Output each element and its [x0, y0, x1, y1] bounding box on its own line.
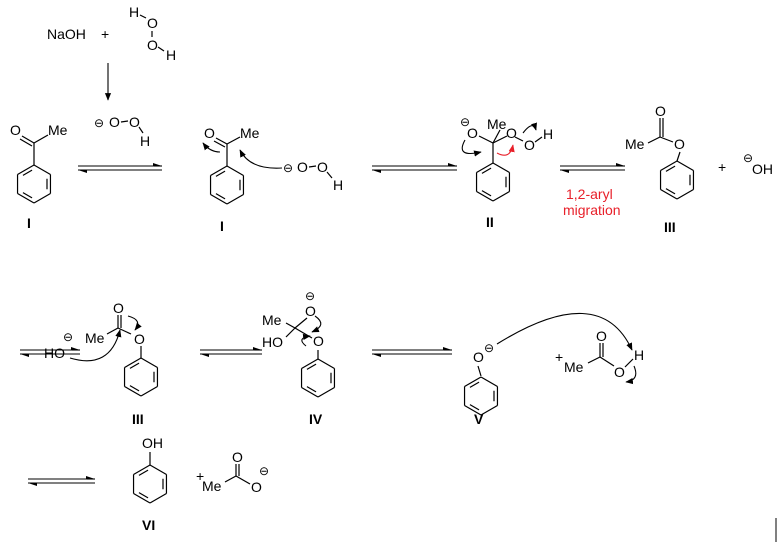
atom-o: O: [10, 122, 21, 138]
benzene-ring: [16, 164, 52, 204]
methyl: Me: [202, 478, 222, 494]
benzene-ring: [209, 165, 245, 205]
benzene-ring: [475, 162, 511, 202]
electron-arrow: [311, 315, 322, 333]
atom-o: O: [473, 349, 484, 365]
electron-arrow-red: [496, 144, 515, 156]
atom-h: H: [166, 47, 176, 63]
negative-charge-icon: ⊖: [484, 341, 494, 355]
methyl: Me: [487, 116, 507, 132]
atom-o: O: [305, 303, 316, 319]
electron-arrow: [239, 149, 283, 169]
electron-arrow: [522, 122, 537, 134]
negative-charge-icon: ⊖: [460, 115, 470, 129]
compound-III-attack: ⊖ HO O Me O III: [44, 300, 159, 427]
atom-o: O: [614, 364, 625, 380]
hydroxide: OH: [752, 161, 773, 177]
compound-II: ⊖ O Me O O H II: [460, 115, 553, 230]
compound-label: I: [220, 218, 224, 234]
atom-o: O: [467, 125, 478, 141]
compound-label: II: [486, 214, 494, 230]
migration-note: 1,2-aryl: [566, 186, 613, 202]
naoh: NaOH: [47, 26, 86, 42]
methyl: Me: [85, 330, 105, 346]
compound-V: O ⊖ V + O Me O H: [463, 312, 644, 427]
compound-label: I: [27, 215, 31, 231]
atom-o: O: [134, 331, 145, 347]
atom-o: O: [147, 37, 158, 53]
negative-charge-icon: ⊖: [305, 289, 315, 303]
atom-o: O: [596, 328, 607, 344]
atom-h: H: [634, 347, 644, 363]
benzene-ring: [463, 376, 499, 416]
atom-h: H: [543, 126, 553, 142]
compound-label: III: [132, 411, 144, 427]
compound-label: V: [474, 411, 484, 427]
atom-o: O: [232, 449, 243, 465]
compound-label: VI: [142, 517, 155, 533]
electron-arrow: [127, 315, 142, 331]
compound-I: O Me I: [10, 122, 68, 231]
electron-arrow: [625, 365, 637, 385]
atom-o: O: [109, 114, 120, 130]
plus-sign: +: [101, 26, 109, 42]
equilibrium-arrows: [372, 163, 457, 173]
methyl: Me: [625, 136, 645, 152]
negative-charge-icon: ⊖: [259, 464, 269, 478]
equilibrium-arrows: [20, 347, 80, 357]
compound-VI: OH VI +: [132, 435, 204, 533]
electron-arrow: [69, 329, 122, 362]
benzene-ring: [132, 464, 168, 504]
negative-charge-icon: ⊖: [283, 161, 293, 175]
reagents: NaOH + H O O H ⊖ O O H: [47, 4, 176, 149]
methyl: Me: [48, 122, 68, 138]
electron-arrow: [202, 142, 221, 153]
methyl: Me: [564, 359, 584, 375]
electron-arrow: [496, 312, 633, 351]
acetate: O Me O ⊖: [202, 449, 269, 495]
compound-III: O Me O III + ⊖ OH: [625, 103, 773, 235]
equilibrium-arrows: [200, 347, 262, 357]
atom-o: O: [129, 114, 140, 130]
methyl: Me: [262, 312, 282, 328]
compound-I-attack: O Me ⊖ O O H I: [202, 125, 343, 234]
methyl: Me: [240, 125, 260, 141]
atom-o: O: [524, 137, 535, 153]
compound-label: III: [664, 219, 676, 235]
migration-note: migration: [563, 202, 621, 218]
atom-o: O: [655, 103, 666, 119]
compound-label: IV: [309, 411, 323, 427]
electron-arrow: [461, 139, 482, 157]
electron-arrow: [301, 333, 311, 347]
atom-o: O: [204, 125, 215, 141]
atom-o: O: [251, 479, 262, 495]
compound-IV: ⊖ O Me HO O IV: [262, 289, 336, 427]
atom-h: H: [333, 177, 343, 193]
equilibrium-arrows: [560, 163, 625, 173]
equilibrium-arrows: [78, 163, 162, 173]
hydroxy: HO: [262, 334, 283, 350]
negative-charge-icon: ⊖: [94, 116, 104, 130]
equilibrium-arrows: [372, 347, 452, 357]
hydroxy: OH: [142, 435, 163, 451]
atom-o: O: [113, 300, 124, 316]
atom-h: H: [140, 133, 150, 149]
atom-o: O: [317, 159, 328, 175]
plus-sign: +: [555, 349, 563, 365]
negative-charge-icon: ⊖: [63, 330, 73, 344]
benzene-ring: [123, 357, 159, 397]
atom-o: O: [297, 159, 308, 175]
atom-o: O: [506, 125, 517, 141]
benzene-ring: [300, 358, 336, 398]
negative-charge-icon: ⊖: [743, 151, 753, 165]
plus-sign: +: [196, 468, 204, 484]
atom-o: O: [147, 15, 158, 31]
plus-sign: +: [718, 159, 726, 175]
atom-o: O: [313, 333, 324, 349]
benzene-ring: [659, 160, 695, 200]
atom-h: H: [129, 4, 139, 20]
atom-o: O: [674, 136, 685, 152]
hydroxide: HO: [44, 345, 65, 361]
equilibrium-arrows: [28, 476, 95, 486]
